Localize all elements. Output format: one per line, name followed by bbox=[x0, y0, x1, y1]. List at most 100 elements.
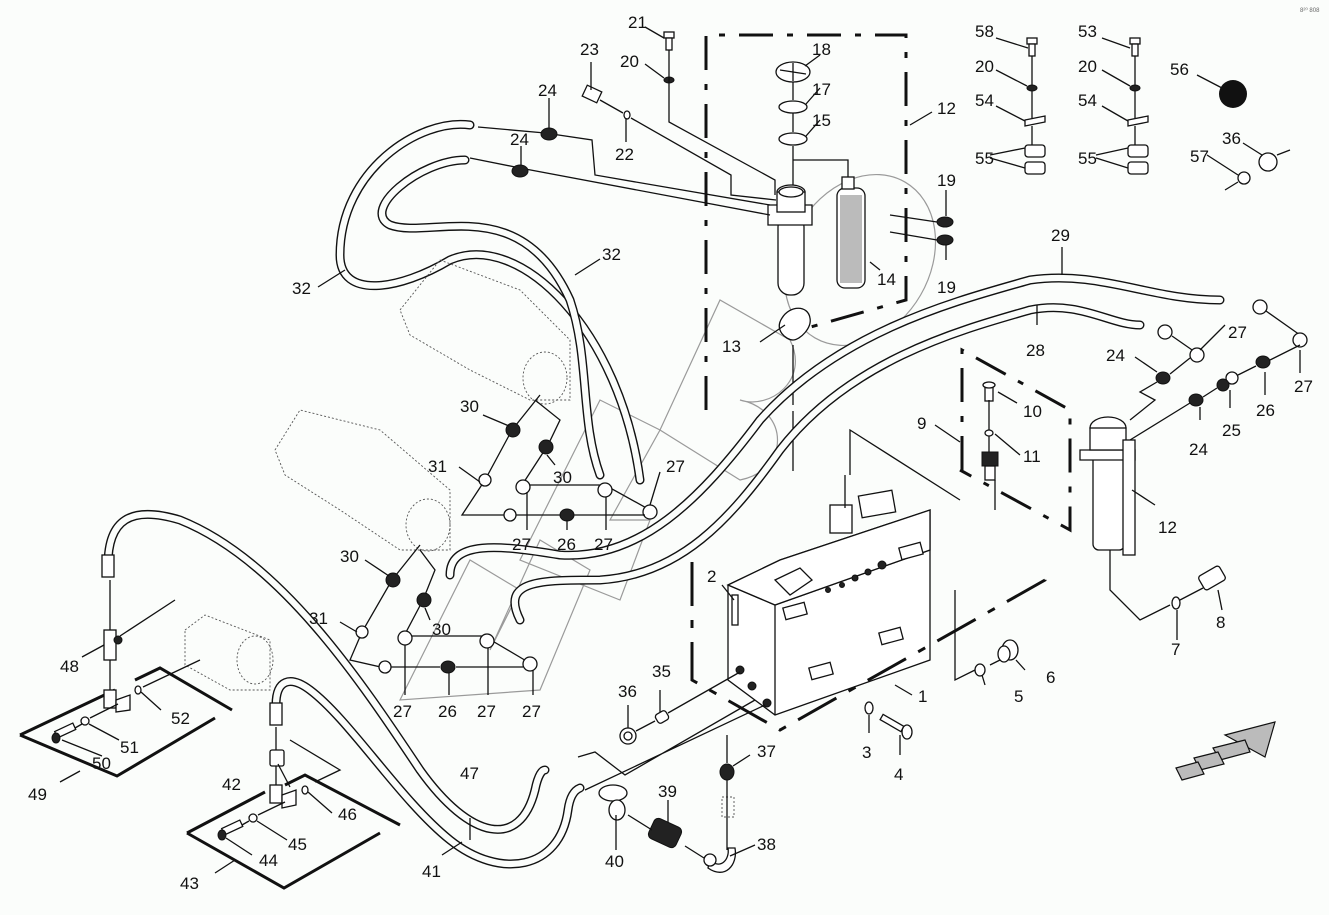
callout-27-lower-b: 27 bbox=[477, 702, 496, 721]
callout-45: 45 bbox=[288, 835, 307, 854]
callout-27-lower-c: 27 bbox=[522, 702, 541, 721]
callout-11: 11 bbox=[1023, 447, 1041, 466]
callout-31-upper: 31 bbox=[428, 457, 447, 476]
hydraulic-pump-upper-ghost bbox=[399, 259, 571, 405]
leader-lines bbox=[59, 26, 1301, 874]
callout-23: 23 bbox=[580, 40, 599, 59]
bolt-44 bbox=[217, 819, 244, 841]
callout-35: 35 bbox=[652, 662, 671, 681]
tank-group-outline bbox=[690, 562, 1047, 732]
callout-55-b: 55 bbox=[1078, 149, 1097, 168]
callout-17: 17 bbox=[812, 80, 831, 99]
callout-30-upper-b: 30 bbox=[553, 468, 572, 487]
callout-51: 51 bbox=[120, 738, 139, 757]
callout-36-top: 36 bbox=[1222, 129, 1241, 148]
callout-30-lower-b: 30 bbox=[432, 620, 451, 639]
filter-cap-18 bbox=[775, 61, 811, 83]
callout-20-kit-b: 20 bbox=[1078, 57, 1097, 76]
callout-54-a: 54 bbox=[975, 91, 994, 110]
callout-27-right-b: 27 bbox=[1294, 377, 1313, 396]
hoses-32 bbox=[335, 119, 645, 485]
bolt-50 bbox=[51, 722, 77, 744]
fittings-group-lower bbox=[349, 544, 538, 674]
callout-32-right: 32 bbox=[602, 245, 621, 264]
callout-55-a: 55 bbox=[975, 149, 994, 168]
fitting-24-top bbox=[511, 127, 558, 178]
callout-26-right: 26 bbox=[1256, 401, 1275, 420]
hoses-41-47 bbox=[103, 509, 585, 869]
callout-2: 2 bbox=[707, 567, 716, 586]
clamp-40 bbox=[598, 784, 628, 821]
washer-22 bbox=[623, 110, 631, 120]
seal-46 bbox=[301, 785, 309, 795]
hose-28-nut bbox=[1157, 324, 1173, 340]
callout-7: 7 bbox=[1171, 640, 1180, 659]
seal-5 bbox=[974, 663, 986, 677]
clamp-kit-58 bbox=[1024, 37, 1046, 175]
callout-52: 52 bbox=[171, 709, 190, 728]
callout-36-lower: 36 bbox=[618, 682, 637, 701]
callout-20: 20 bbox=[620, 52, 639, 71]
clamp-kit-53 bbox=[1127, 37, 1149, 175]
filter-element-14 bbox=[836, 176, 866, 289]
callout-24-b: 24 bbox=[510, 130, 529, 149]
pressure-switch-23 bbox=[581, 84, 603, 104]
callout-22: 22 bbox=[615, 145, 634, 164]
callout-26-upper: 26 bbox=[557, 535, 576, 554]
callout-1: 1 bbox=[918, 687, 927, 706]
callout-26-lower: 26 bbox=[438, 702, 457, 721]
callout-31-lower: 31 bbox=[309, 609, 328, 628]
callout-5: 5 bbox=[1014, 687, 1023, 706]
callout-44: 44 bbox=[259, 851, 278, 870]
callout-labels: 21 20 23 22 18 17 15 12 19 19 14 13 24 2… bbox=[28, 13, 1313, 893]
gear-pump-ghost bbox=[184, 614, 274, 691]
coupling-39 bbox=[647, 817, 683, 849]
fittings-group-upper bbox=[460, 394, 658, 522]
callout-29: 29 bbox=[1051, 226, 1070, 245]
callout-12-right: 12 bbox=[1158, 518, 1177, 537]
group-49-outline bbox=[19, 666, 233, 778]
nut-36-top bbox=[1224, 149, 1291, 191]
breather-9 bbox=[981, 381, 999, 481]
bracket-48b bbox=[103, 689, 131, 713]
direction-arrow-icon bbox=[1175, 721, 1276, 781]
elbow-38 bbox=[703, 847, 737, 873]
callout-15: 15 bbox=[812, 111, 831, 130]
callout-18: 18 bbox=[812, 40, 831, 59]
callout-32-left: 32 bbox=[292, 279, 311, 298]
callout-4: 4 bbox=[894, 765, 903, 784]
callout-50: 50 bbox=[92, 754, 111, 773]
callout-20-kit-a: 20 bbox=[975, 57, 994, 76]
union-35 bbox=[654, 710, 670, 724]
callout-42: 42 bbox=[222, 775, 241, 794]
callout-24-right-a: 24 bbox=[1106, 346, 1125, 365]
group-43-outline bbox=[186, 773, 401, 890]
o-ring-15 bbox=[778, 132, 808, 146]
hoses-28-29 bbox=[445, 273, 1225, 625]
callout-19-upper: 19 bbox=[937, 171, 956, 190]
callout-24-a: 24 bbox=[538, 81, 557, 100]
corner-code: 8²⁰ 808 bbox=[1300, 7, 1320, 14]
gasket-13 bbox=[778, 307, 811, 341]
callout-27-upper-b: 27 bbox=[594, 535, 613, 554]
hose-29-nut bbox=[1252, 299, 1268, 315]
washer-3 bbox=[864, 701, 874, 715]
callout-43: 43 bbox=[180, 874, 199, 893]
callout-12-top: 12 bbox=[937, 99, 956, 118]
callout-25: 25 bbox=[1222, 421, 1241, 440]
washer-45 bbox=[248, 813, 258, 823]
fitting-42 bbox=[269, 749, 285, 767]
callout-9: 9 bbox=[917, 414, 926, 433]
callout-28: 28 bbox=[1026, 341, 1045, 360]
filter-group-12-outline bbox=[704, 33, 908, 410]
callout-37: 37 bbox=[757, 742, 776, 761]
callout-53: 53 bbox=[1078, 22, 1097, 41]
seal-52 bbox=[134, 685, 142, 695]
callout-48: 48 bbox=[60, 657, 79, 676]
hydraulic-pump-lower-ghost bbox=[274, 409, 451, 552]
callout-27-lower-a: 27 bbox=[393, 702, 412, 721]
callout-47: 47 bbox=[460, 764, 479, 783]
bolt-4 bbox=[879, 713, 913, 740]
callout-27-right-a: 27 bbox=[1228, 323, 1247, 342]
